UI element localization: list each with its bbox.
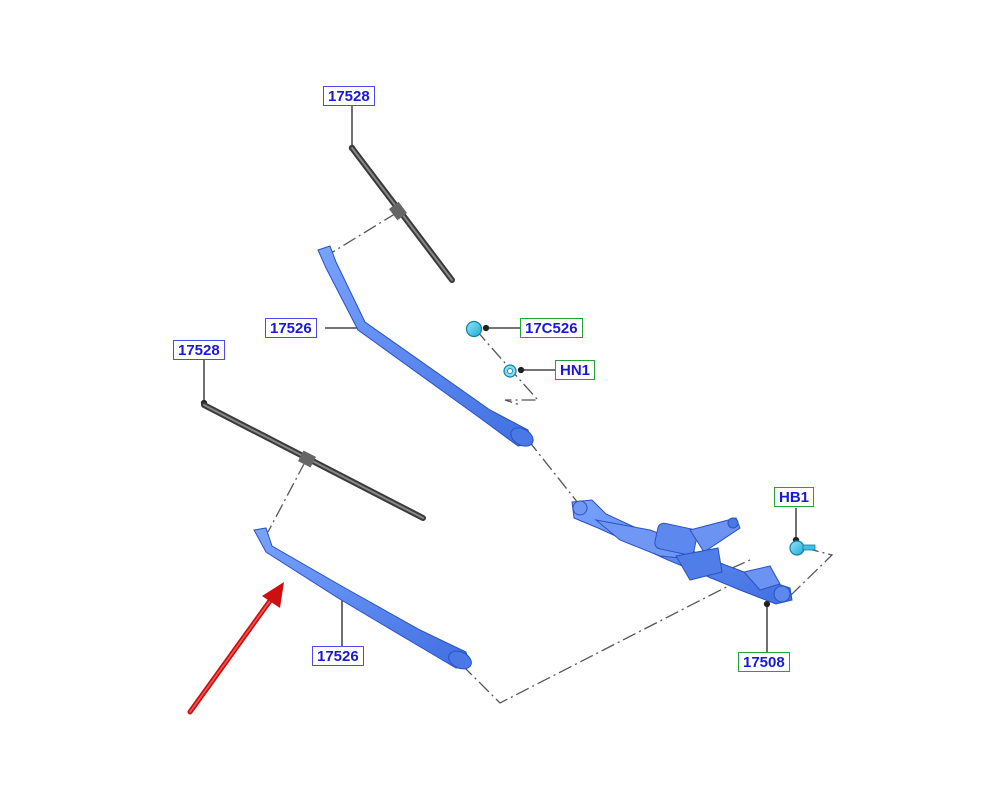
callout-linkage: 17508 bbox=[738, 652, 790, 672]
wiper-linkage-motor bbox=[571, 499, 793, 605]
callout-upper-blade: 17528 bbox=[323, 86, 375, 106]
assembly-line-nut bbox=[475, 329, 540, 406]
assembly-line-upper-arm bbox=[527, 439, 583, 509]
assembly-line-lower-blade bbox=[267, 461, 306, 533]
upper-wiper-arm bbox=[317, 245, 534, 447]
assembly-lines bbox=[267, 211, 834, 704]
callout-lower-blade: 17528 bbox=[173, 340, 225, 360]
nut-cap-part bbox=[465, 320, 483, 338]
nut-part bbox=[503, 364, 517, 378]
pointer-arrow bbox=[187, 582, 284, 715]
assembly-line-upper-blade bbox=[322, 211, 399, 259]
callout-upper-arm: 17526 bbox=[265, 318, 317, 338]
lower-wiper-arm bbox=[253, 527, 472, 670]
lower-wiper-blade bbox=[201, 402, 426, 521]
upper-wiper-blade bbox=[349, 145, 455, 283]
assembly-line-lower-arm bbox=[461, 579, 771, 704]
callout-bolt: HB1 bbox=[774, 487, 815, 507]
callout-lower-arm: 17526 bbox=[312, 646, 364, 666]
callout-nut-cap: 17C526 bbox=[520, 318, 583, 338]
bolt-part bbox=[789, 540, 816, 556]
assembly-line-bolt bbox=[774, 547, 834, 603]
callout-nut: HN1 bbox=[555, 360, 596, 380]
